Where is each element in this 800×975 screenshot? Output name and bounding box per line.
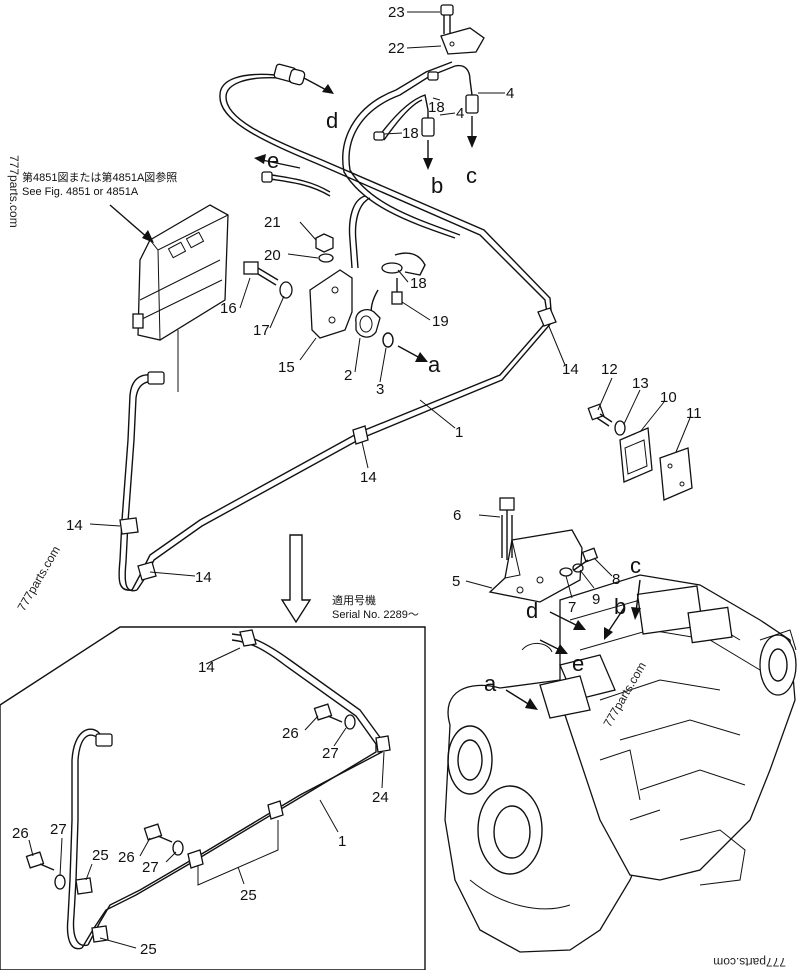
letter-d: d [326, 108, 338, 133]
callout-26: 26 [282, 725, 299, 742]
callout-7: 7 [568, 599, 576, 616]
serial-en: Serial No. 2289～ [332, 609, 419, 621]
callout-27: 27 [322, 745, 339, 762]
callout-18: 18 [410, 275, 427, 292]
callout-24: 24 [372, 789, 389, 806]
callout-25: 25 [240, 887, 257, 904]
callout-21: 21 [264, 214, 281, 231]
serial-inset [0, 626, 426, 971]
callout-4: 4 [506, 85, 514, 102]
top-bracket [440, 4, 485, 55]
callout-5: 5 [452, 573, 460, 590]
main-harness [118, 61, 557, 592]
callout-25: 25 [92, 847, 109, 864]
callout-26: 26 [12, 825, 29, 842]
callout-3: 3 [376, 381, 384, 398]
callout-4: 4 [456, 105, 464, 122]
callout-27: 27 [50, 821, 67, 838]
callout-14: 14 [562, 361, 579, 378]
letter-a: a [484, 671, 497, 696]
callout-14: 14 [66, 517, 83, 534]
engine-assembly [444, 574, 797, 953]
callout-1: 1 [455, 424, 463, 441]
letter-c: c [466, 163, 477, 188]
callout-20: 20 [264, 247, 281, 264]
serial-jp: 適用号機 [332, 593, 376, 607]
watermark: 777parts.com [14, 544, 62, 614]
callout-18: 18 [428, 99, 445, 116]
callout-26: 26 [118, 849, 135, 866]
notes: 第4851図または第4851A図参照 See Fig. 4851 or 4851… [22, 170, 419, 621]
callout-11: 11 [686, 405, 702, 422]
callout-18: 18 [402, 125, 419, 142]
refnote-jp: 第4851図または第4851A図参照 [22, 170, 177, 184]
watermark: 777parts.com [7, 155, 21, 228]
letter-c: c [630, 553, 641, 578]
callout-14: 14 [195, 569, 212, 586]
letter-b: b [431, 173, 443, 198]
callout-23: 23 [388, 4, 405, 21]
callout-14: 14 [198, 659, 215, 676]
control-box [132, 204, 229, 392]
leader-lines [89, 11, 691, 710]
callout-12: 12 [601, 361, 618, 378]
callout-22: 22 [388, 40, 405, 57]
callout-1: 1 [338, 833, 346, 850]
bracket-5 [488, 497, 599, 603]
sensor-bracket [243, 233, 403, 348]
callout-19: 19 [432, 313, 449, 330]
callout-27: 27 [142, 859, 159, 876]
callout-8: 8 [612, 571, 620, 588]
callout-9: 9 [592, 591, 600, 608]
callout-labels: 23 22 4 18 4 18 21 20 18 16 17 19 15 2 3… [12, 4, 702, 958]
letter-b: b [614, 594, 626, 619]
letter-a: a [428, 352, 441, 377]
callout-6: 6 [453, 507, 461, 524]
callout-15: 15 [278, 359, 295, 376]
callout-14: 14 [360, 469, 377, 486]
callout-17: 17 [253, 322, 270, 339]
callout-25: 25 [140, 941, 157, 958]
letter-d: d [526, 598, 538, 623]
callout-16: 16 [220, 300, 237, 317]
connection-letters: d e b c a c b d e a [267, 108, 641, 696]
letter-e: e [267, 148, 279, 173]
callout-10: 10 [660, 389, 677, 406]
callout-2: 2 [344, 367, 352, 384]
cover-plate [587, 403, 693, 501]
watermark: 777parts.com [713, 955, 786, 969]
refnote-en: See Fig. 4851 or 4851A [22, 186, 139, 198]
callout-13: 13 [632, 375, 649, 392]
letter-e: e [572, 651, 584, 676]
